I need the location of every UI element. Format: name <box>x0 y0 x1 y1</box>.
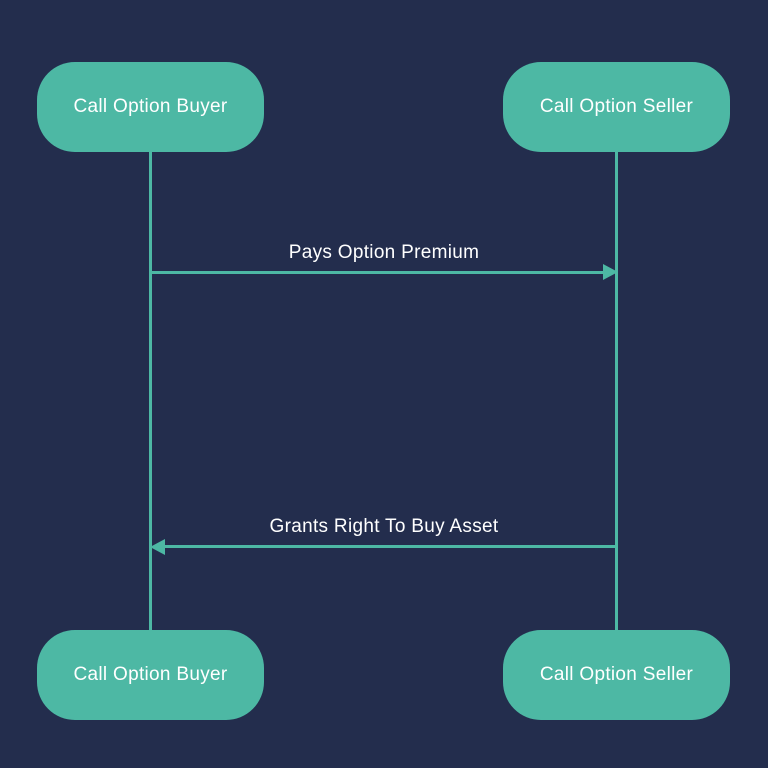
node-call-option-seller-bottom: Call Option Seller <box>503 630 730 720</box>
arrow-pays-option-premium <box>151 271 604 274</box>
node-label: Call Option Seller <box>539 664 694 685</box>
buyer-lifeline <box>149 152 152 631</box>
seller-lifeline <box>615 152 618 631</box>
node-call-option-buyer-bottom: Call Option Buyer <box>37 630 264 720</box>
node-call-option-buyer-top: Call Option Buyer <box>37 62 264 152</box>
arrowhead-right-icon <box>603 264 618 280</box>
arrowhead-left-icon <box>150 539 165 555</box>
node-label: Call Option Seller <box>539 96 694 117</box>
arrow-label-pays-option-premium: Pays Option Premium <box>288 242 480 263</box>
arrow-label-grants-right-to-buy-asset: Grants Right To Buy Asset <box>269 516 499 537</box>
arrow-grants-right-to-buy-asset <box>164 545 617 548</box>
node-call-option-seller-top: Call Option Seller <box>503 62 730 152</box>
node-label: Call Option Buyer <box>73 664 228 685</box>
node-label: Call Option Buyer <box>73 96 228 117</box>
